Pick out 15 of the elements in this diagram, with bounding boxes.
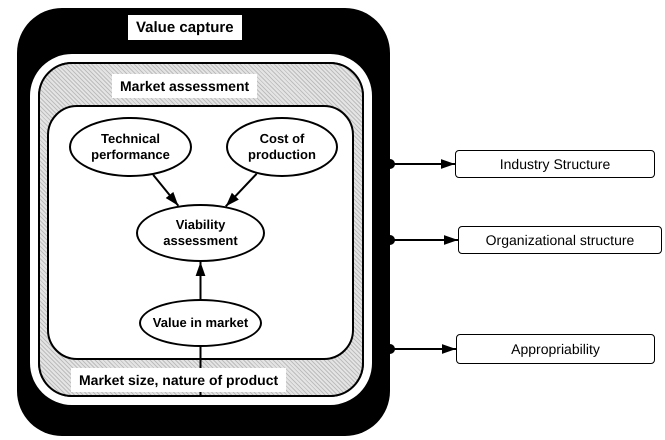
arrow — [196, 262, 206, 299]
section-footer: Market size, nature of product — [71, 368, 286, 392]
inner-panel — [47, 105, 354, 360]
outcome-box: Appropriability — [456, 334, 655, 364]
arrow — [225, 173, 258, 207]
outcome-box: Industry Structure — [455, 150, 655, 178]
outcome-box: Organizational structure — [458, 226, 662, 254]
process-ellipse: Value in market — [139, 299, 262, 347]
process-ellipse: Cost of production — [226, 117, 338, 177]
outer-panel — [17, 8, 390, 436]
process-ellipse: Technical performance — [69, 117, 192, 177]
panel-title: Value capture — [128, 15, 242, 40]
arrow — [152, 174, 180, 206]
process-ellipse: Viability assessment — [136, 204, 265, 262]
section-title: Market assessment — [112, 74, 258, 98]
